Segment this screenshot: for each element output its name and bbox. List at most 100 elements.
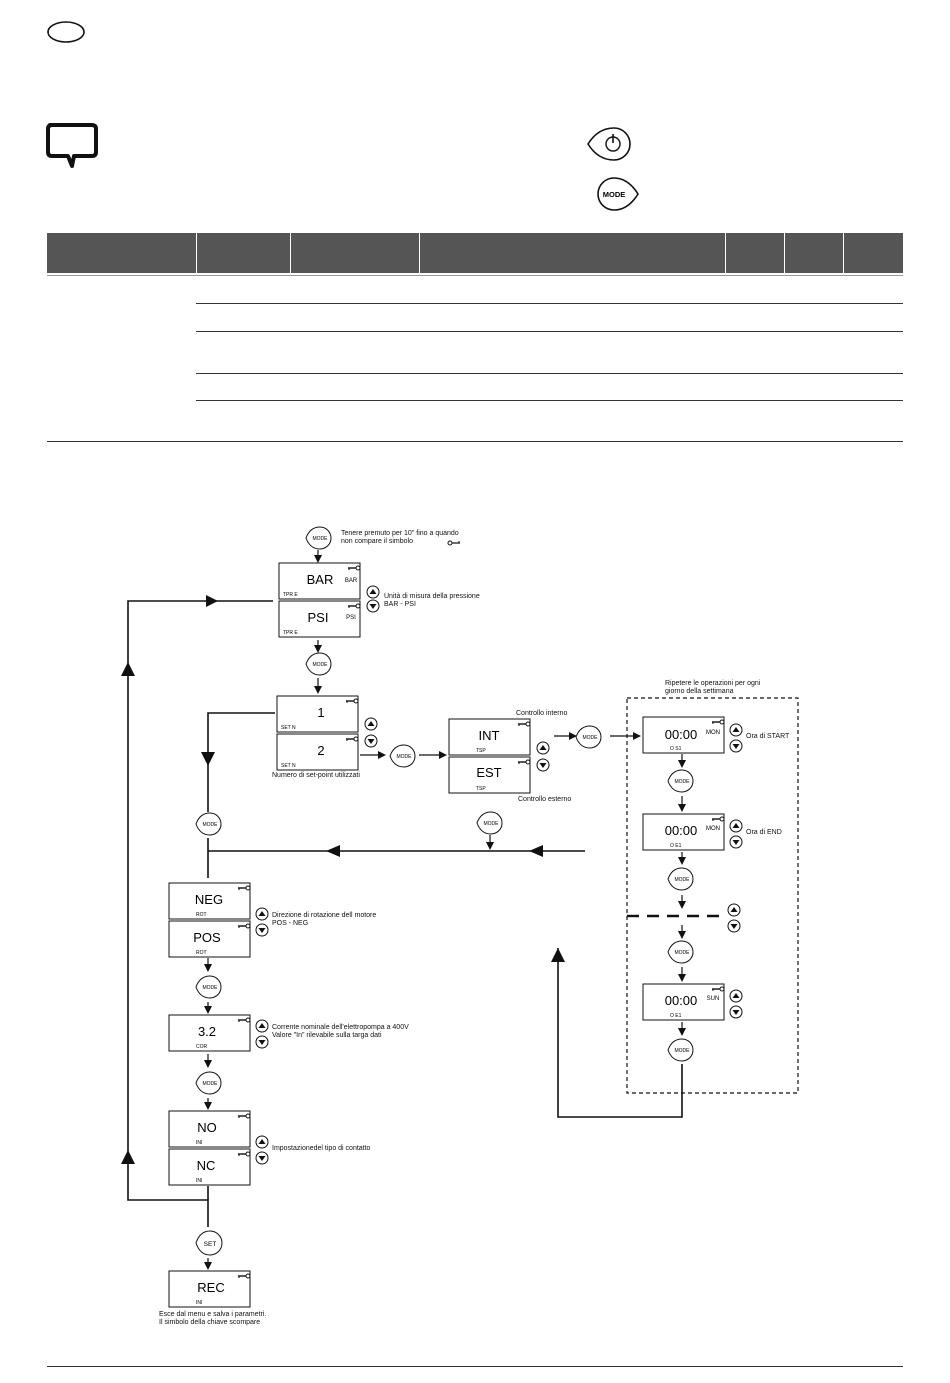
svg-text:MODE: MODE	[313, 662, 329, 668]
svg-text:MODE: MODE	[397, 754, 413, 760]
table-rule	[196, 373, 903, 374]
svg-text:PSI: PSI	[308, 610, 329, 625]
mode-button: MODE	[305, 652, 332, 676]
svg-text:INT: INT	[479, 728, 500, 743]
svg-text:BAR: BAR	[345, 578, 358, 584]
svg-text:MODE: MODE	[675, 950, 691, 956]
mode-button: MODE	[389, 744, 416, 768]
svg-text:MODE: MODE	[203, 1081, 219, 1087]
arrow-up-icon	[255, 1019, 269, 1033]
svg-text:BAR: BAR	[307, 572, 334, 587]
display-est: EST TSP	[448, 756, 531, 794]
up-down-buttons	[364, 717, 378, 748]
arrow-down-icon	[255, 1151, 269, 1165]
svg-text:MON: MON	[706, 826, 720, 832]
display-end-mon: 00:00 MON O E1	[642, 813, 725, 851]
mode-button: MODE	[575, 725, 602, 749]
table-rule	[196, 400, 903, 401]
mode-button: MODE	[195, 975, 222, 999]
arrow-up-icon	[729, 819, 743, 833]
svg-text:MON: MON	[706, 730, 720, 736]
up-down-buttons	[729, 819, 743, 849]
mode-button-icon: MODE	[597, 177, 639, 211]
svg-text:TSP: TSP	[476, 748, 486, 754]
up-down-buttons	[255, 1019, 269, 1049]
svg-text:MODE: MODE	[675, 877, 691, 883]
note-current: Corrente nominale dell'elettropompa a 40…	[272, 1024, 409, 1039]
arrow-down-icon	[536, 758, 550, 772]
note-external-control: Controllo esterno	[518, 796, 572, 803]
svg-text:1: 1	[317, 705, 324, 720]
speech-bubble-icon	[46, 123, 98, 168]
up-down-buttons	[729, 989, 743, 1019]
svg-text:POS: POS	[193, 930, 221, 945]
up-down-buttons	[727, 903, 741, 933]
up-down-buttons	[366, 585, 380, 613]
svg-text:MODE: MODE	[484, 821, 500, 827]
arrow-down-icon	[255, 923, 269, 937]
svg-text:00:00: 00:00	[665, 823, 698, 838]
arrow-up-icon	[536, 741, 550, 755]
arrow-down-icon	[729, 1005, 743, 1019]
display-psi: PSI PSI TPR E	[278, 600, 361, 638]
table-rule	[196, 331, 903, 332]
svg-text:SET: SET	[204, 1241, 217, 1248]
arrow-down-icon	[366, 599, 380, 613]
mode-button: MODE	[195, 1071, 222, 1095]
table-header	[47, 233, 903, 273]
svg-text:ROT: ROT	[196, 950, 207, 956]
svg-text:00:00: 00:00	[665, 727, 698, 742]
note-repeat-days: Ripetere le operazioni per ogni giorno d…	[665, 680, 761, 695]
svg-text:SUN: SUN	[707, 996, 720, 1002]
svg-text:NO: NO	[197, 1120, 217, 1135]
svg-text:O E1: O E1	[670, 843, 682, 849]
mode-button: MODE	[195, 812, 222, 836]
arrow-down-icon	[364, 734, 378, 748]
note-end-time: Ora di END	[746, 829, 782, 836]
arrow-up-icon	[255, 1135, 269, 1149]
up-down-buttons	[729, 723, 743, 753]
svg-text:COR: COR	[196, 1044, 208, 1050]
table-rule	[196, 303, 903, 304]
svg-text:INI: INI	[196, 1300, 202, 1306]
svg-text:NEG: NEG	[195, 892, 223, 907]
svg-text:INI: INI	[196, 1140, 202, 1146]
arrow-up-icon	[366, 585, 380, 599]
mode-button: MODE	[667, 1038, 694, 1062]
display-set1: 1 SET N	[276, 695, 359, 733]
svg-text:2: 2	[317, 743, 324, 758]
svg-text:MODE: MODE	[203, 985, 219, 991]
repeat-region	[626, 697, 799, 1094]
mode-button-label: MODE	[603, 190, 626, 199]
arrow-down-icon	[727, 919, 741, 933]
table-rule	[47, 441, 903, 442]
mode-button: MODE	[305, 526, 332, 550]
key-icon	[447, 540, 460, 546]
note-exit: Esce dal menu e salva i parametri. Il si…	[159, 1311, 267, 1326]
note-contact: Impostazionedel tipo di contatto	[272, 1145, 371, 1152]
note-set-points: Numero di set-point utilizzati	[272, 772, 360, 779]
display-cor: 3.2 COR	[168, 1014, 251, 1052]
display-nc: NC INI	[168, 1148, 251, 1186]
svg-text:PSI: PSI	[346, 615, 356, 621]
set-button: SET	[195, 1230, 223, 1256]
svg-text:SET N: SET N	[281, 725, 296, 731]
up-down-buttons	[255, 1135, 269, 1165]
svg-text:SET N: SET N	[281, 763, 296, 769]
arrow-up-icon	[729, 723, 743, 737]
note-rotation: Direzione di rotazione dell motore POS -…	[272, 912, 377, 927]
svg-text:MODE: MODE	[313, 536, 329, 542]
svg-text:TPR E: TPR E	[283, 592, 298, 598]
svg-text:MODE: MODE	[203, 822, 219, 828]
arrow-up-icon	[729, 989, 743, 1003]
mode-button: MODE	[476, 811, 503, 835]
svg-text:NC: NC	[197, 1158, 216, 1173]
language-badge-icon	[47, 21, 85, 43]
svg-text:INI: INI	[196, 1178, 202, 1184]
note-start-time: Ora di START	[746, 733, 790, 740]
mode-button: MODE	[667, 867, 694, 891]
svg-text:3.2: 3.2	[198, 1024, 216, 1039]
power-button-icon	[587, 127, 631, 161]
svg-text:EST: EST	[476, 765, 501, 780]
svg-text:MODE: MODE	[675, 1048, 691, 1054]
